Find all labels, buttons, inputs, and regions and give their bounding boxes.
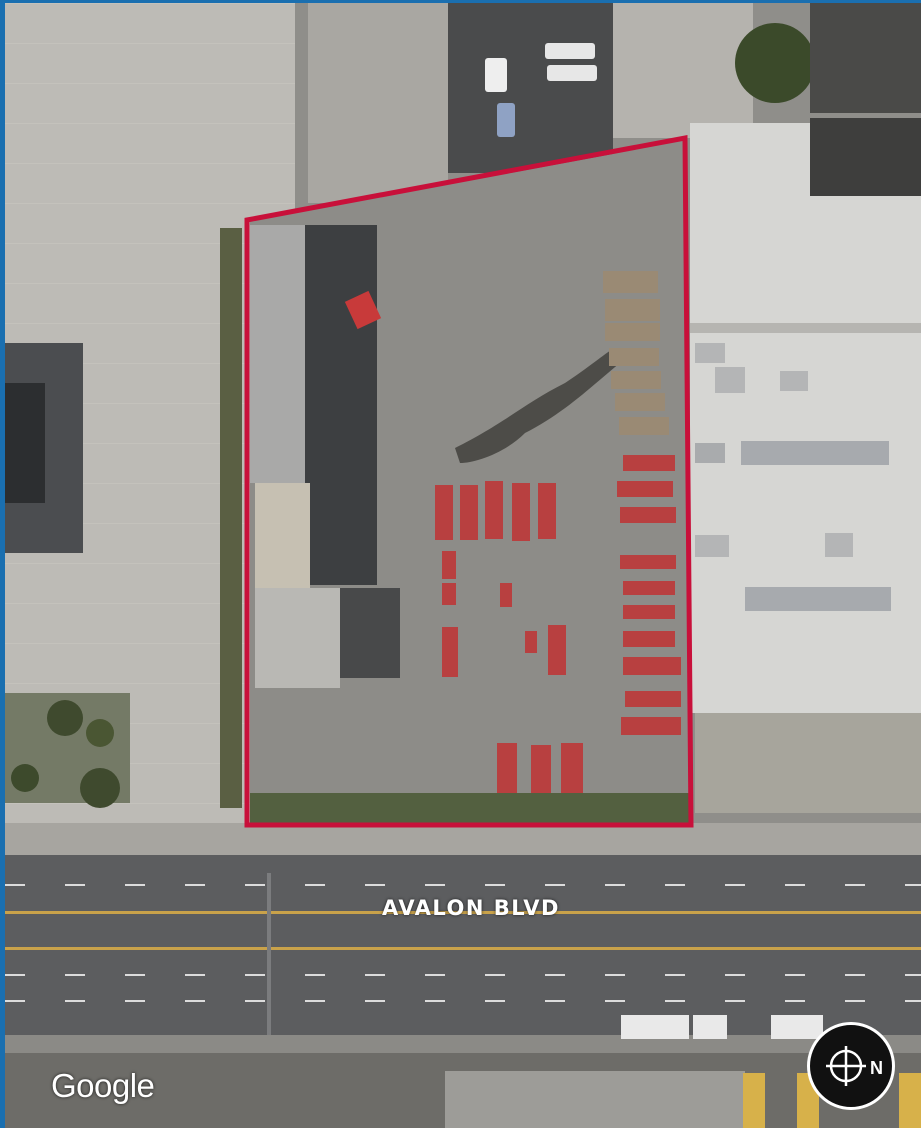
right-warehouse-roof bbox=[690, 123, 921, 713]
avalon-blvd-road bbox=[5, 855, 921, 1035]
yard-building-roof bbox=[250, 225, 310, 483]
compass-letter: N bbox=[870, 1058, 883, 1078]
top-building bbox=[308, 3, 448, 203]
left-hedge bbox=[220, 228, 242, 808]
top-parking bbox=[448, 3, 613, 173]
google-logo: Google bbox=[51, 1067, 155, 1104]
yard-building-shadow bbox=[305, 225, 377, 585]
wet-patch bbox=[455, 348, 620, 463]
satellite-imagery bbox=[5, 3, 921, 1128]
right-lot bbox=[695, 713, 921, 813]
street-label: AVALON BLVD bbox=[382, 896, 560, 920]
north-arrow-compass-icon: N bbox=[826, 1046, 883, 1086]
north-arrow-compass-button[interactable]: N bbox=[807, 1022, 895, 1110]
property-boundary-outline bbox=[244, 134, 694, 828]
